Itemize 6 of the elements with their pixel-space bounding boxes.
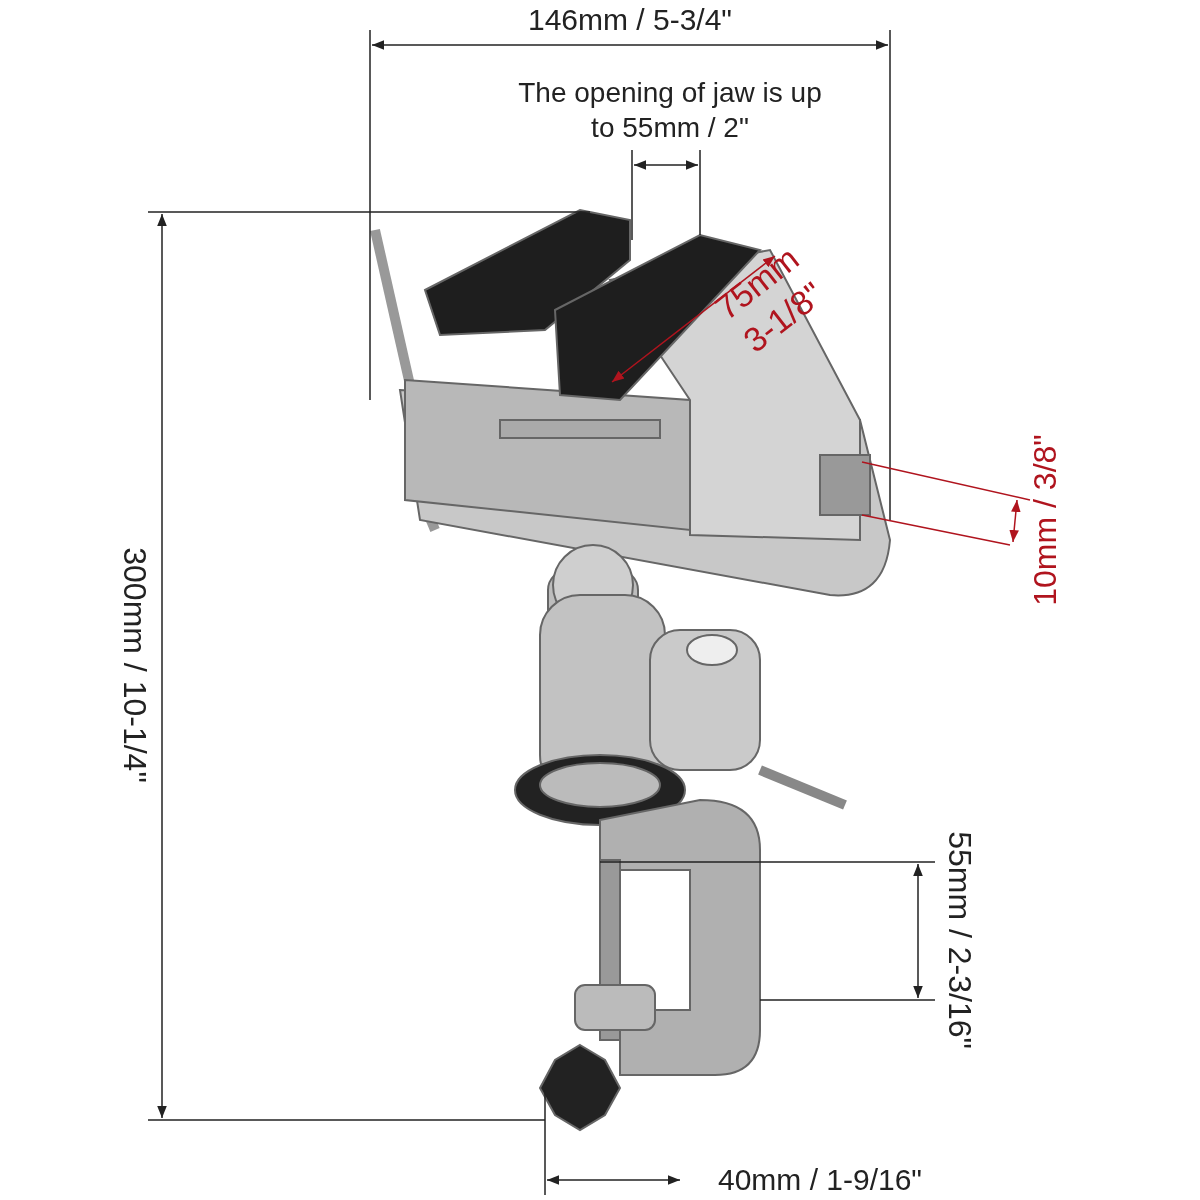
dimension-label: 146mm / 5-3/4" [526,2,734,39]
dimension-label: 10mm / 3/8" [1026,433,1064,608]
dimension-label: 40mm / 1-9/16" [716,1162,924,1199]
dimension-label: The opening of jaw is up to 55mm / 2" [517,76,823,145]
dimension-label: 55mm / 2-3/16" [941,830,979,1051]
dimension-label: 300mm / 10-1/4" [116,546,154,785]
